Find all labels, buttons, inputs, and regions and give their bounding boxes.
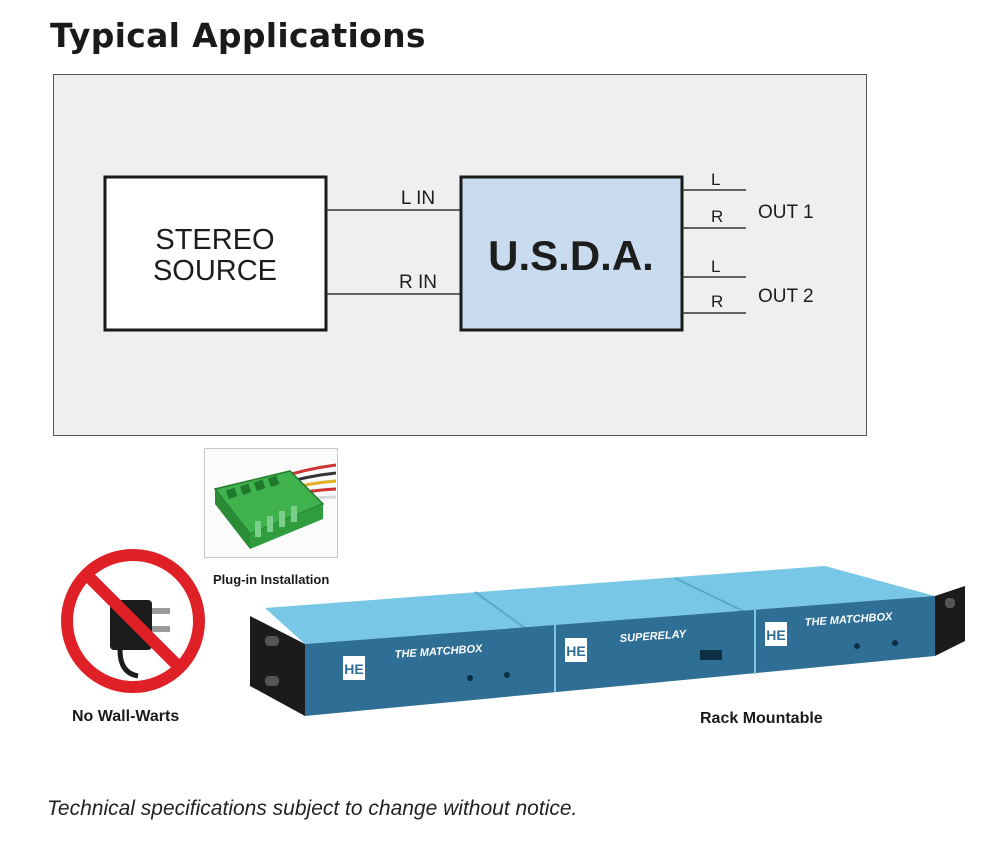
module2-name: SUPERELAY xyxy=(619,628,688,645)
out1-left-label: L xyxy=(711,170,720,189)
out2-right-label: R xyxy=(711,292,723,311)
rack-ear-right xyxy=(935,586,965,656)
out2-label: OUT 2 xyxy=(758,286,814,307)
rack-ear-left xyxy=(250,616,305,716)
rack-top-surface xyxy=(265,566,935,644)
rack-mountable-caption: Rack Mountable xyxy=(700,710,823,727)
source-label-line1: STEREO xyxy=(155,224,274,256)
usda-unit-label: U.S.D.A. xyxy=(488,232,654,279)
svg-text:HE: HE xyxy=(566,643,585,659)
plug-in-connector-photo xyxy=(204,448,338,558)
left-input-label: L IN xyxy=(401,188,435,209)
no-wall-wart-icon xyxy=(61,549,205,693)
usda-unit-box xyxy=(459,175,684,332)
rack-unit-photo: HE HE HE THE MATCHBOX SUPERELAY THE MATC… xyxy=(250,566,965,716)
disclaimer-note: Technical specifications subject to chan… xyxy=(47,797,578,820)
no-wall-warts-caption: No Wall-Warts xyxy=(72,708,180,725)
he-logo-module2: HE xyxy=(565,638,587,662)
he-logo-module3: HE xyxy=(765,622,787,646)
svg-text:HE: HE xyxy=(344,661,363,677)
source-label-line2: SOURCE xyxy=(153,255,277,287)
page-heading: Typical Applications xyxy=(50,16,426,55)
signal-flow-diagram: STEREO SOURCE L IN R IN U.S.D.A. L R L R… xyxy=(103,170,814,332)
plug-in-installation-caption: Plug-in Installation xyxy=(213,572,330,587)
out1-right-label: R xyxy=(711,207,723,226)
he-logo-module1: HE xyxy=(343,656,365,680)
stereo-source-box xyxy=(103,175,328,332)
diagram-panel: STEREO SOURCE L IN R IN U.S.D.A. L R L R… xyxy=(53,74,867,436)
out1-label: OUT 1 xyxy=(758,202,814,223)
right-input-label: R IN xyxy=(399,272,437,293)
out2-left-label: L xyxy=(711,257,720,276)
terminal-block-icon xyxy=(213,463,337,549)
svg-text:HE: HE xyxy=(766,627,785,643)
